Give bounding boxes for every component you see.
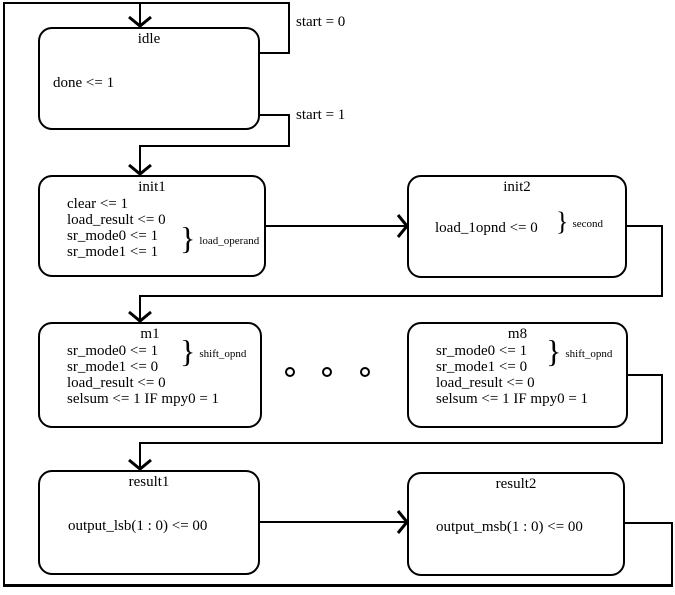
ellipsis-dot: [360, 367, 370, 377]
wire-top-feedback: [3, 2, 290, 4]
wire-idle-entry: [139, 3, 141, 26]
state-action: selsum <= 1 IF mpy0 = 1: [436, 391, 589, 407]
ellipsis-dot: [322, 367, 332, 377]
state-idle: idle done <= 1: [38, 27, 260, 130]
wire-idle-selfloop-v: [288, 3, 290, 54]
wire-bottom-feedback: [3, 584, 673, 587]
state-title: m1: [140, 326, 160, 342]
state-action: load_result <= 0: [67, 375, 166, 391]
transition-label-start1: start = 1: [296, 107, 346, 123]
wire-result2-return-vertical: [671, 522, 673, 586]
arrowhead-down-icon: [128, 458, 152, 471]
wire-start1-h1: [258, 114, 290, 116]
annotation-load-operand: } load_operand: [180, 220, 260, 256]
state-action: clear <= 1: [67, 196, 129, 212]
state-m8: m8 sr_mode0 <= 1 sr_mode1 <= 0 load_resu…: [407, 322, 628, 428]
state-m1: m1 sr_mode0 <= 1 sr_mode1 <= 0 load_resu…: [38, 322, 262, 428]
state-title: result1: [128, 474, 170, 490]
arrowhead-down-icon: [128, 15, 152, 28]
wire-result1-to-result2: [258, 521, 405, 523]
wire-start1-v1: [288, 114, 290, 147]
wire-right-return-v1: [661, 225, 663, 297]
ellipsis-dot: [285, 367, 295, 377]
state-init2: init2 load_1opnd <= 0 } second: [407, 175, 627, 278]
state-title: result2: [495, 476, 537, 492]
wire-init1-entry: [139, 145, 141, 174]
wire-back-h1: [139, 295, 663, 297]
wire-m1-entry: [139, 295, 141, 321]
arrowhead-down-icon: [128, 163, 152, 176]
transition-label-start0: start = 0: [296, 14, 346, 30]
state-action: sr_mode0 <= 1: [67, 228, 159, 244]
state-action: load_result <= 0: [67, 212, 166, 228]
state-action: output_lsb(1 : 0) <= 00: [68, 518, 208, 534]
state-action: output_msb(1 : 0) <= 00: [436, 519, 583, 535]
state-title: idle: [137, 31, 161, 47]
wire-right-return-v2: [661, 374, 663, 444]
state-result1: result1 output_lsb(1 : 0) <= 00: [38, 470, 260, 575]
state-action: sr_mode1 <= 0: [67, 359, 159, 375]
brace-icon: }: [546, 333, 562, 369]
state-action: load_result <= 0: [436, 375, 535, 391]
state-action: sr_mode0 <= 1: [436, 343, 528, 359]
brace-icon: }: [556, 207, 569, 236]
state-title: init2: [503, 179, 531, 195]
wire-left-feedback: [3, 2, 5, 587]
wire-back-h2: [139, 442, 663, 444]
wire-idle-selfloop-h: [258, 52, 290, 54]
annotation-second: } second: [556, 207, 604, 236]
brace-icon: }: [180, 220, 196, 256]
wire-result2-exit: [623, 522, 673, 524]
state-action: done <= 1: [53, 75, 115, 91]
annotation-label: shift_opnd: [565, 347, 613, 360]
state-title: m8: [507, 326, 528, 342]
wire-init2-exit: [625, 225, 663, 227]
state-action: sr_mode1 <= 0: [436, 359, 528, 375]
state-action: sr_mode0 <= 1: [67, 343, 159, 359]
wire-result1-entry: [139, 442, 141, 469]
annotation-shift-opnd: } shift_opnd: [546, 333, 613, 369]
annotation-shift-opnd: } shift_opnd: [180, 333, 247, 369]
annotation-label: shift_opnd: [199, 347, 247, 360]
state-action: load_1opnd <= 0: [435, 220, 538, 236]
annotation-label: load_operand: [199, 234, 260, 247]
brace-icon: }: [180, 333, 196, 369]
state-title: init1: [138, 179, 166, 195]
wire-m8-exit: [626, 374, 663, 376]
wire-init1-to-init2: [264, 225, 405, 227]
annotation-label: second: [572, 218, 604, 231]
arrowhead-down-icon: [128, 310, 152, 323]
state-action: sr_mode1 <= 1: [67, 244, 159, 260]
wire-start1-h2: [139, 145, 290, 147]
state-init1: init1 clear <= 1 load_result <= 0 sr_mod…: [38, 175, 266, 277]
state-result2: result2 output_msb(1 : 0) <= 00: [407, 472, 625, 576]
state-action: selsum <= 1 IF mpy0 = 1: [67, 391, 220, 407]
